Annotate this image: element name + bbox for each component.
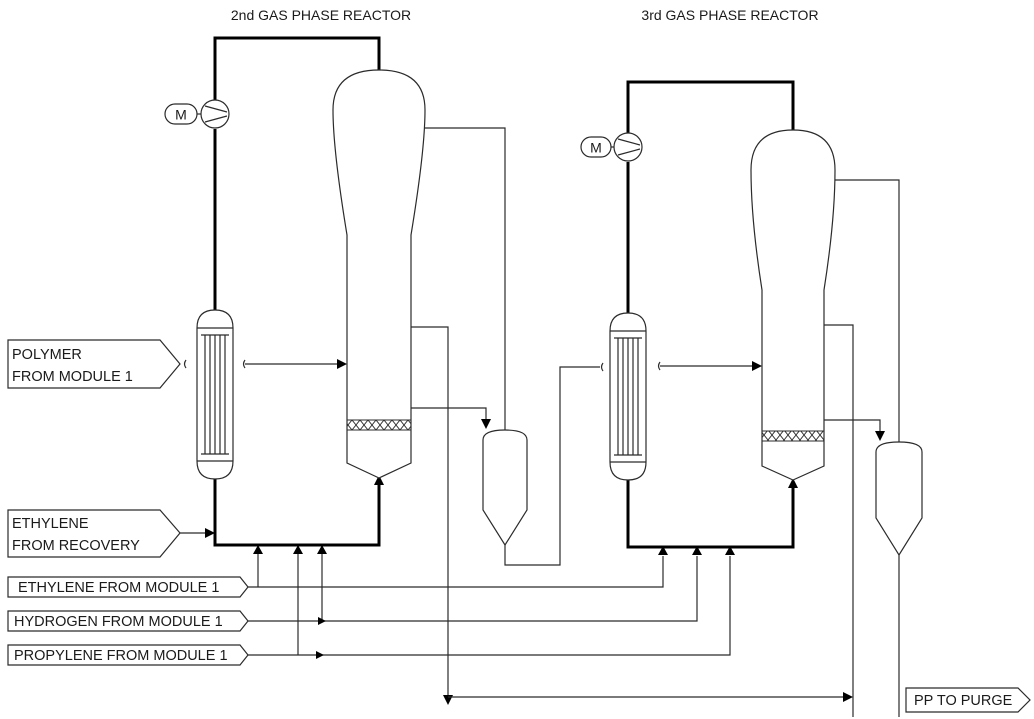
ethylene-branch-r3-arrow [658,546,668,555]
ethylene-module1-tag [7,576,249,598]
ethylene-branch-r2-arrow [253,545,263,554]
polymer-input-line1: POLYMER [12,347,82,363]
reactor-3-vessel [750,129,836,481]
exchanger-2-inlet-squiggle [600,362,604,372]
propylene-branch-r2-arrow [293,545,303,554]
reactor-3-feed-line [657,361,752,371]
propylene-inline-arrow [316,651,324,659]
pp-to-purge-label: PP TO PURGE [914,693,1013,709]
ethylene-recovery-line1: ETHYLENE [12,516,89,532]
compressor-2-blade [617,138,641,156]
reactor-3-product-discharge [824,419,881,432]
motor-2-label: M [590,140,602,156]
ethylene-recovery-line2: FROM RECOVERY [12,538,140,554]
hydrogen-module1-label: HYDROGEN FROM MODULE 1 [14,614,223,630]
reactor-2-top-vent [425,127,506,430]
compressor-1-icon [200,99,230,129]
pp-collector-arrow [843,692,853,702]
compressor-1-blade [204,105,228,123]
reactor-2-cooler-outlet [213,479,381,547]
ethylene-feed-line [248,556,664,588]
reactor-3-discharge-arrow [875,431,885,441]
reactor-2-distributor-grid [346,419,412,431]
propylene-branch-r3-arrow [725,546,735,555]
polymer-feed-line [183,359,187,369]
reactor-2-product-discharge [411,407,487,420]
reactor-3-inlet-arrow [788,478,798,488]
reactor-3-feed-arrow [752,361,762,371]
ethylene-recovery-tag [7,509,181,558]
reactor-2-inlet-arrow [374,475,384,485]
receiver-2 [875,441,923,557]
reactor-2-purge-line [411,326,449,697]
propylene-feed-line [248,556,731,656]
reactor-2-discharge-arrow [481,419,491,429]
heat-exchanger-1-tubes [197,327,233,462]
polymer-input-tag [7,339,181,389]
reactor-3-cooler-outlet [626,480,795,549]
motor-1-label: M [175,107,187,123]
reactor-3-recycle-loop [626,80,795,133]
heat-exchanger-2-tubes [610,330,646,463]
reactor-2-vessel [332,69,426,479]
reactor-3-distributor-grid [761,430,825,442]
compressor-2-icon [613,132,643,162]
hydrogen-feed-line [248,556,698,622]
ethylene-module1-label: ETHYLENE FROM MODULE 1 [18,580,219,596]
reactor-2-title: 2nd GAS PHASE REACTOR [231,7,411,23]
reactor-3-title: 3rd GAS PHASE REACTOR [641,7,818,23]
polymer-input-line2: FROM MODULE 1 [12,369,133,385]
reactor-3-purge-line [824,324,854,717]
reactor-2-feed-arrow [337,359,347,369]
hydrogen-branch-r2-arrow [317,545,327,554]
hydrogen-inline-arrow [318,617,326,625]
reactor-2-feed-line [242,359,337,369]
propylene-module1-label: PROPYLENE FROM MODULE 1 [14,648,228,664]
reactor-2-recycle-loop [213,36,381,100]
reactor-3-top-vent [835,179,900,442]
pp-to-purge-tag [905,687,1031,713]
receiver-1-to-exchanger-2 [504,366,600,566]
hydrogen-module1-tag [7,610,249,632]
ethylene-recovery-arrow [205,528,215,538]
receiver-1 [482,429,528,547]
hydrogen-branch-r3-arrow [692,546,702,555]
propylene-module1-tag [7,644,249,666]
